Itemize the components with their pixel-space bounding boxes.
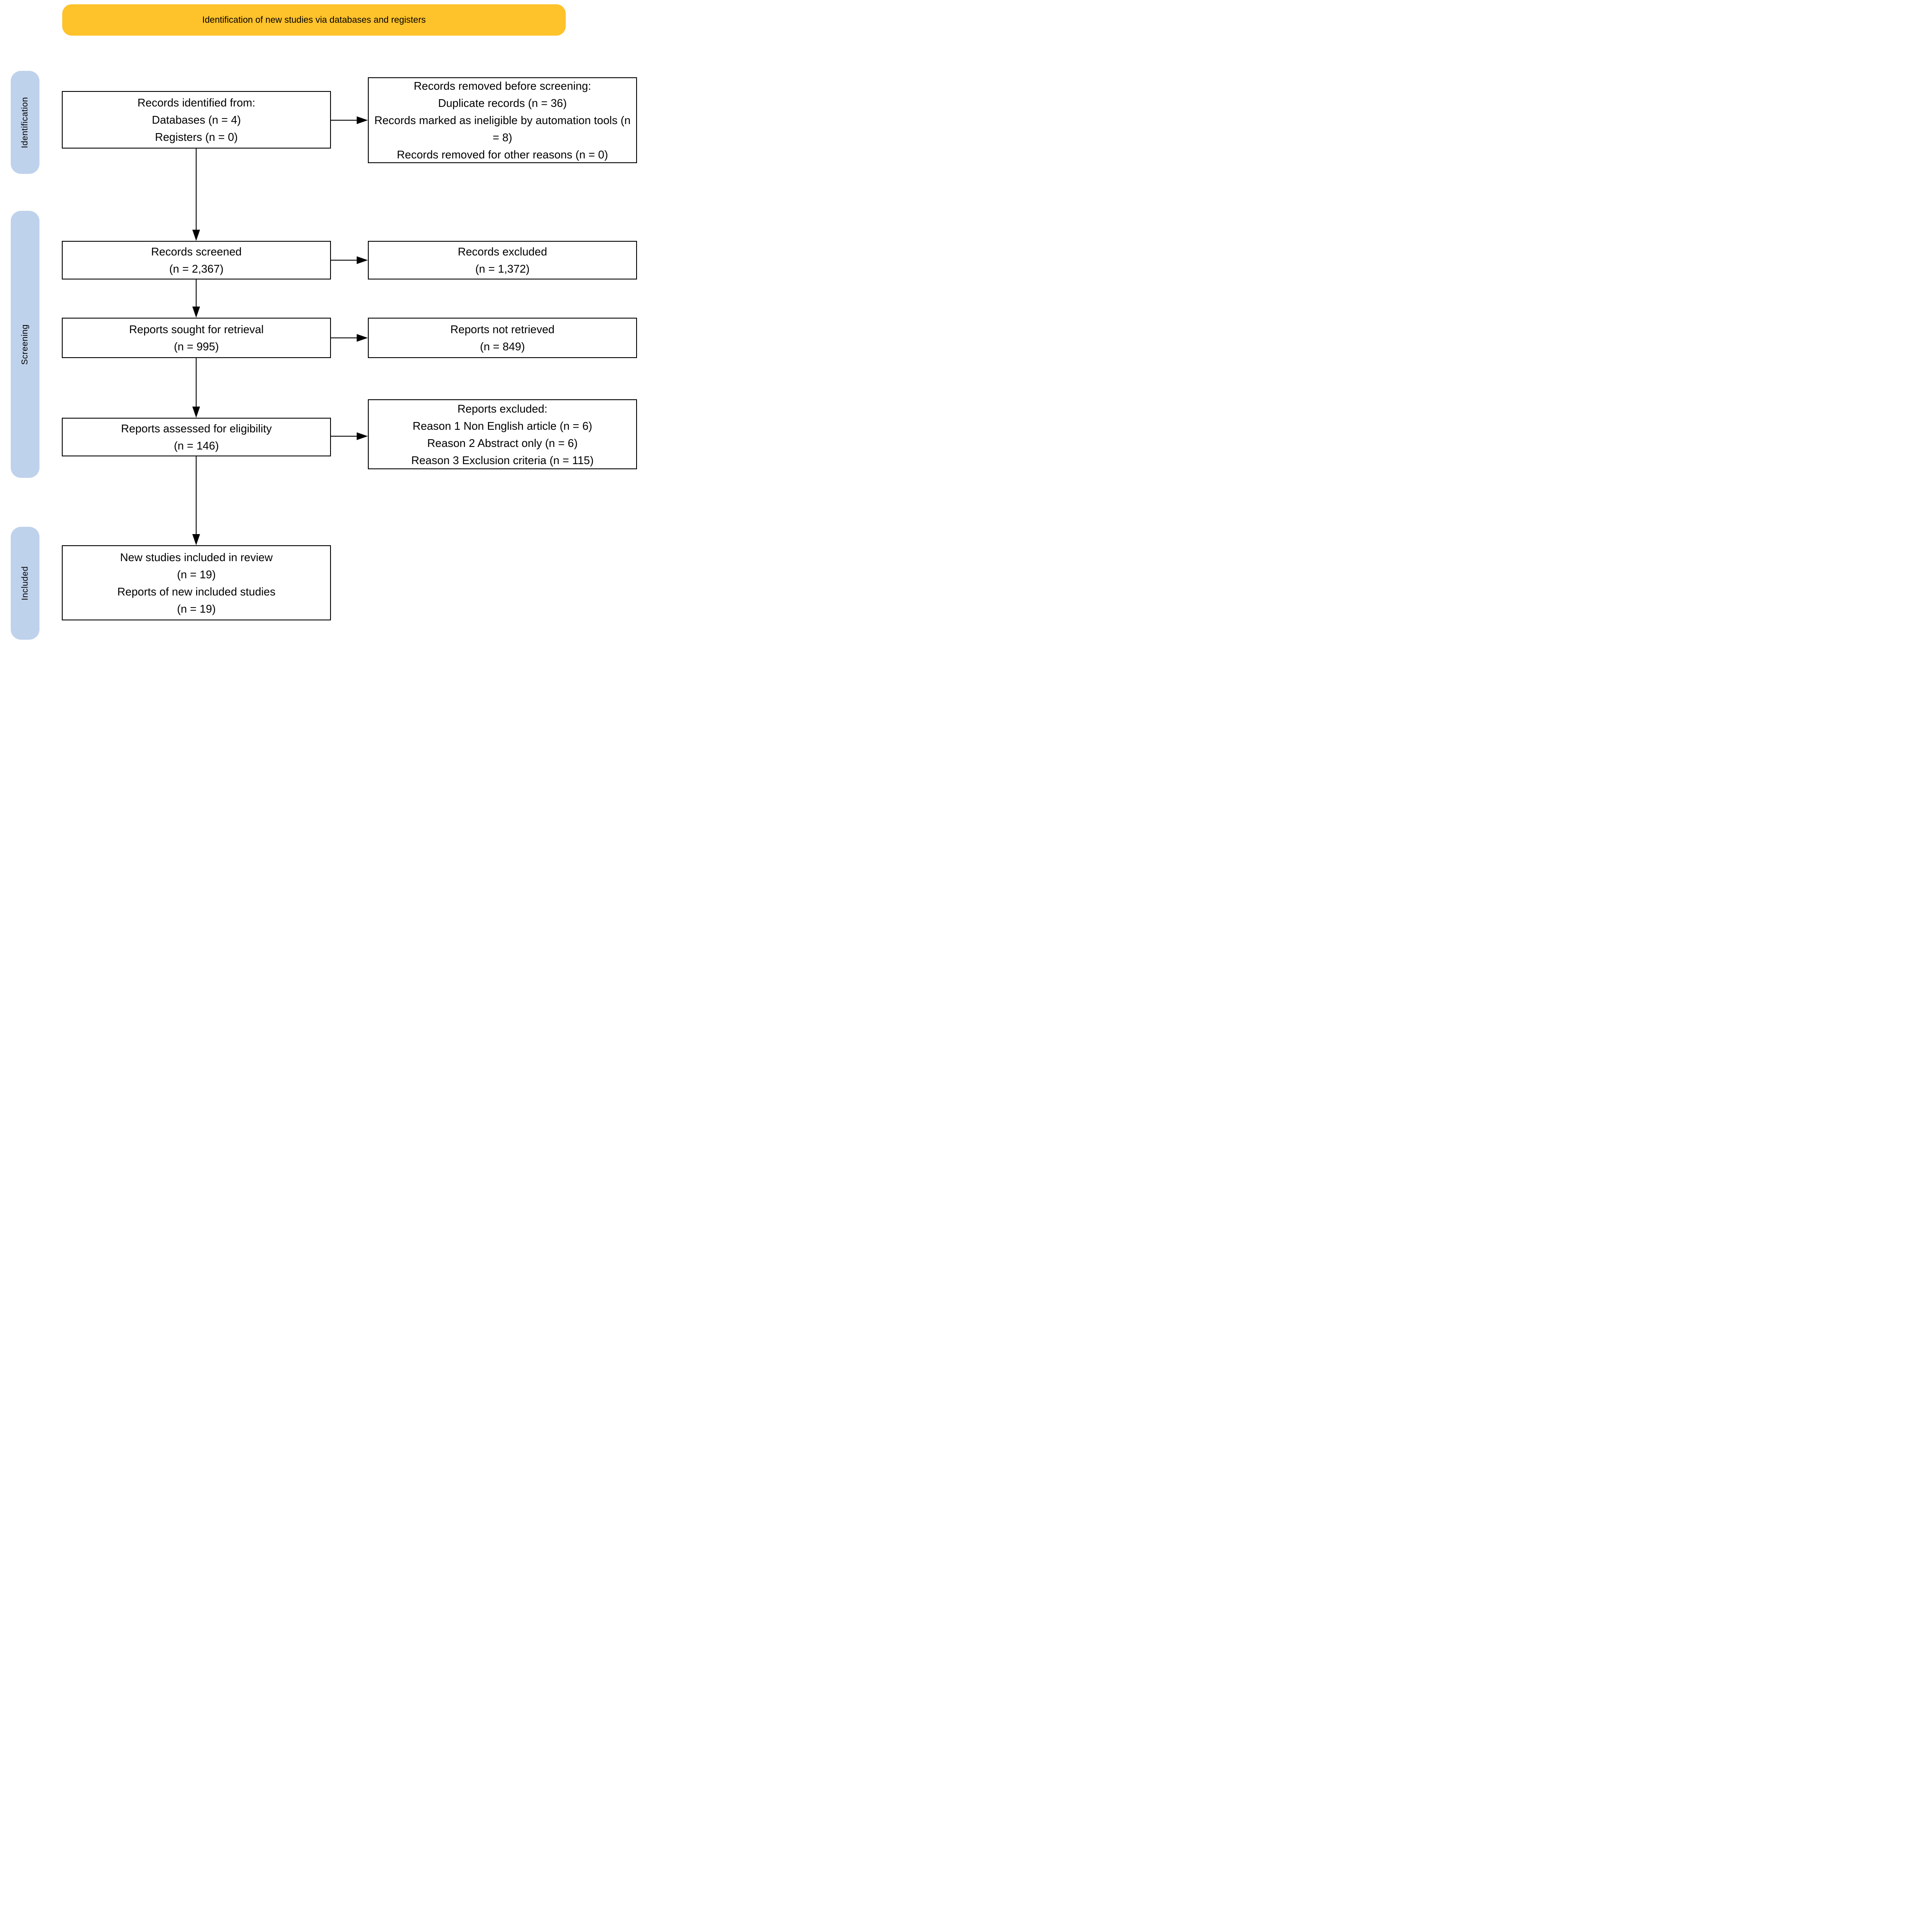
stage-label-included: Included <box>11 527 39 640</box>
box-reports-assessed-for-eligibility: Reports assessed for eligibility (n = 14… <box>62 418 331 456</box>
arrow-line-identified-to-removed <box>331 120 358 121</box>
box-records-excluded: Records excluded (n = 1,372) <box>368 241 637 279</box>
arrow-line-identified-to-screened <box>196 149 197 231</box>
prisma-flow-diagram: Identification of new studies via databa… <box>0 0 639 644</box>
arrow-line-assessed-to-excluded <box>331 436 358 437</box>
stage-label-identification-text: Identification <box>20 97 30 148</box>
arrow-head-assessed-to-included-icon <box>192 534 200 545</box>
arrow-head-screened-to-excluded-icon <box>357 256 368 264</box>
stage-label-included-text: Included <box>20 566 30 601</box>
stage-label-identification: Identification <box>11 71 39 174</box>
arrow-head-sought-to-assessed-icon <box>192 407 200 418</box>
box-reports-excluded-reasons: Reports excluded: Reason 1 Non English a… <box>368 399 637 469</box>
arrow-line-sought-to-assessed <box>196 358 197 407</box>
arrow-line-assessed-to-included <box>196 456 197 535</box>
box-records-removed-before-screening: Records removed before screening: Duplic… <box>368 77 637 163</box>
arrow-head-identified-to-removed-icon <box>357 116 368 124</box>
box-reports-not-retrieved: Reports not retrieved (n = 849) <box>368 318 637 358</box>
arrow-head-identified-to-screened-icon <box>192 230 200 241</box>
box-new-studies-included: New studies included in review (n = 19) … <box>62 545 331 620</box>
banner-title: Identification of new studies via databa… <box>202 15 426 25</box>
stage-label-screening: Screening <box>11 211 39 478</box>
stage-label-screening-text: Screening <box>20 324 30 365</box>
arrow-head-screened-to-sought-icon <box>192 307 200 318</box>
arrow-line-screened-to-excluded <box>331 260 358 261</box>
arrow-head-sought-to-not-retrieved-icon <box>357 334 368 342</box>
banner-identification-of-new-studies: Identification of new studies via databa… <box>62 4 566 36</box>
box-reports-sought-for-retrieval: Reports sought for retrieval (n = 995) <box>62 318 331 358</box>
box-records-identified: Records identified from: Databases (n = … <box>62 91 331 149</box>
arrow-head-assessed-to-excluded-icon <box>357 432 368 440</box>
arrow-line-sought-to-not-retrieved <box>331 337 358 338</box>
box-records-screened: Records screened (n = 2,367) <box>62 241 331 279</box>
arrow-line-screened-to-sought <box>196 279 197 307</box>
